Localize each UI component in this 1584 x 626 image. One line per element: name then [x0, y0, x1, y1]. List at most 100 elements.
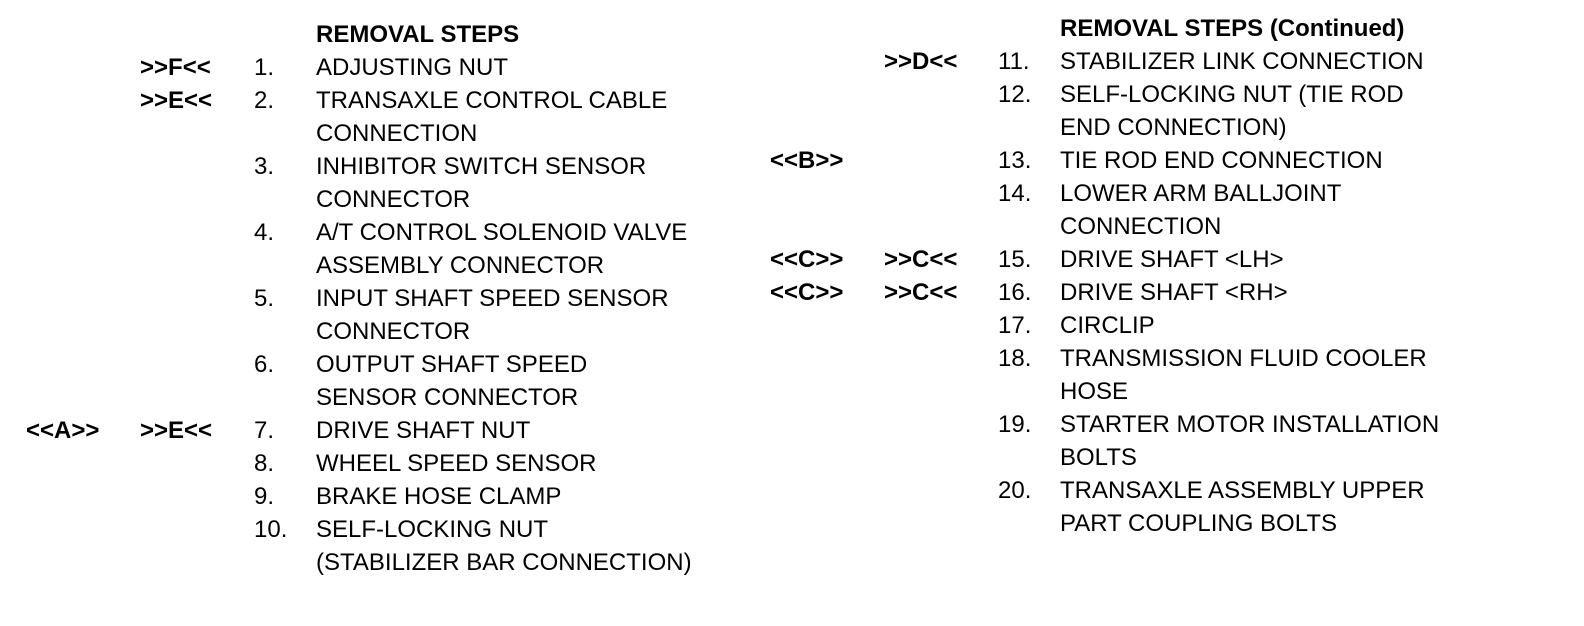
step-text-line: BRAKE HOSE CLAMP: [316, 483, 562, 510]
step-text: STABILIZER LINK CONNECTION: [1060, 45, 1424, 78]
step-text-line: SELF-LOCKING NUT (TIE ROD: [1060, 81, 1404, 108]
step-row: >>E<< 2. TRANSAXLE CONTROL CABLE CONNECTION: [0, 84, 780, 150]
step-text: SELF-LOCKING NUT (STABILIZER BAR CONNECTI…: [316, 513, 692, 579]
step-text-line: CONNECTION: [1060, 213, 1222, 240]
right-step-list: >>D<< 11. STABILIZER LINK CONNECTION 12. SEL…: [770, 45, 1570, 540]
step-text: BRAKE HOSE CLAMP: [316, 480, 561, 513]
step-row: 17. CIRCLIP: [770, 309, 1570, 342]
step-text-line: DRIVE SHAFT <RH>: [1060, 279, 1288, 306]
step-text-line: TRANSAXLE ASSEMBLY UPPER: [1060, 477, 1425, 504]
step-text-line: HOSE: [1060, 378, 1129, 405]
step-text-line: TRANSMISSION FLUID COOLER: [1060, 345, 1427, 372]
step-marker-primary: <<A>>: [26, 417, 100, 444]
step-text-line: CIRCLIP: [1060, 312, 1155, 339]
step-text-line: BOLTS: [1060, 444, 1137, 471]
step-text-line: END CONNECTION): [1060, 114, 1287, 141]
step-number: 16.: [998, 279, 1032, 306]
step-row: 3. INHIBITOR SWITCH SENSOR CONNECTOR: [0, 150, 780, 216]
step-text-line: A/T CONTROL SOLENOID VALVE: [316, 219, 688, 246]
step-marker-secondary: >>E<<: [140, 87, 213, 114]
step-text-line: INPUT SHAFT SPEED SENSOR: [316, 285, 669, 312]
step-text-line: DRIVE SHAFT <LH>: [1060, 246, 1284, 273]
step-text: INHIBITOR SWITCH SENSOR CONNECTOR: [316, 150, 646, 216]
step-marker-primary: <<C>>: [770, 279, 844, 306]
right-heading: REMOVAL STEPS (Continued): [1060, 15, 1405, 42]
step-number: 6.: [254, 351, 275, 378]
step-text-line: WHEEL SPEED SENSOR: [316, 450, 597, 477]
step-text-line: STARTER MOTOR INSTALLATION: [1060, 411, 1440, 438]
step-text-line: SENSOR CONNECTOR: [316, 384, 579, 411]
step-number: 12.: [998, 81, 1032, 108]
step-text: DRIVE SHAFT NUT: [316, 414, 530, 447]
step-text-line: INHIBITOR SWITCH SENSOR: [316, 153, 647, 180]
step-text-line: OUTPUT SHAFT SPEED: [316, 351, 588, 378]
step-number: 3.: [254, 153, 275, 180]
step-number: 11.: [998, 48, 1030, 75]
step-text: TRANSAXLE CONTROL CABLE CONNECTION: [316, 84, 667, 150]
step-text-line: DRIVE SHAFT NUT: [316, 417, 531, 444]
step-text-line: LOWER ARM BALLJOINT: [1060, 180, 1342, 207]
step-text: OUTPUT SHAFT SPEED SENSOR CONNECTOR: [316, 348, 587, 414]
step-row: 6. OUTPUT SHAFT SPEED SENSOR CONNECTOR: [0, 348, 780, 414]
step-text-line: CONNECTION: [316, 120, 478, 147]
step-number: 2.: [254, 87, 275, 114]
step-text: SELF-LOCKING NUT (TIE ROD END CONNECTION): [1060, 78, 1404, 144]
step-text: TIE ROD END CONNECTION: [1060, 144, 1383, 177]
step-row: 10. SELF-LOCKING NUT (STABILIZER BAR CONNE…: [0, 513, 780, 579]
step-marker-primary: <<C>>: [770, 246, 844, 273]
step-row: >>D<< 11. STABILIZER LINK CONNECTION: [770, 45, 1570, 78]
step-row: 9. BRAKE HOSE CLAMP: [0, 480, 780, 513]
step-text: A/T CONTROL SOLENOID VALVE ASSEMBLY CONNE…: [316, 216, 687, 282]
step-text-line: ASSEMBLY CONNECTOR: [316, 252, 605, 279]
step-row: <<C>> >>C<< 16. DRIVE SHAFT <RH>: [770, 276, 1570, 309]
step-text: LOWER ARM BALLJOINT CONNECTION: [1060, 177, 1341, 243]
step-row: 8. WHEEL SPEED SENSOR: [0, 447, 780, 480]
step-text: WHEEL SPEED SENSOR: [316, 447, 597, 480]
step-number: 10.: [254, 516, 288, 543]
step-text-line: TIE ROD END CONNECTION: [1060, 147, 1383, 174]
step-text-line: ADJUSTING NUT: [316, 54, 508, 81]
step-text-line: SELF-LOCKING NUT: [316, 516, 549, 543]
step-text: CIRCLIP: [1060, 309, 1155, 342]
step-number: 1.: [254, 54, 275, 81]
step-row: <<B>> 13. TIE ROD END CONNECTION: [770, 144, 1570, 177]
step-marker-secondary: >>D<<: [884, 48, 958, 75]
step-row: <<C>>>>C<<15.DRIVE SHAFT <LH>: [770, 243, 1570, 276]
step-row: 5. INPUT SHAFT SPEED SENSOR CONNECTOR: [0, 282, 780, 348]
step-number: 8.: [254, 450, 275, 477]
left-heading: REMOVAL STEPS: [316, 21, 520, 48]
step-row: 12. SELF-LOCKING NUT (TIE ROD END CONNECTI…: [770, 78, 1570, 144]
step-text-line: STABILIZER LINK CONNECTION: [1060, 48, 1424, 75]
step-text: DRIVE SHAFT <RH>: [1060, 276, 1288, 309]
step-marker-primary: <<B>>: [770, 147, 844, 174]
step-number: 7.: [254, 417, 275, 444]
step-row: >>F<< 1. ADJUSTING NUT: [0, 51, 780, 84]
step-text-line: PART COUPLING BOLTS: [1060, 510, 1337, 537]
step-text: TRANSAXLE ASSEMBLY UPPER PART COUPLING BO…: [1060, 474, 1425, 540]
step-text: DRIVE SHAFT <LH>: [1060, 243, 1284, 276]
step-number: 9.: [254, 483, 275, 510]
step-number: 14.: [998, 180, 1032, 207]
step-number: 19.: [998, 411, 1032, 438]
step-row: 4. A/T CONTROL SOLENOID VALVE ASSEMBLY CON…: [0, 216, 780, 282]
step-number: 5.: [254, 285, 275, 312]
step-text-line: CONNECTOR: [316, 186, 471, 213]
step-marker-secondary: >>F<<: [140, 54, 211, 81]
step-text: ADJUSTING NUT: [316, 51, 508, 84]
left-step-list: >>F<< 1. ADJUSTING NUT >>E<< 2. TRANSAXLE CON…: [0, 51, 780, 579]
step-text-line: (STABILIZER BAR CONNECTION): [316, 549, 692, 576]
step-text-line: TRANSAXLE CONTROL CABLE: [316, 87, 668, 114]
step-number: 17.: [998, 312, 1032, 339]
step-row: 14. LOWER ARM BALLJOINT CONNECTION: [770, 177, 1570, 243]
step-text-line: CONNECTOR: [316, 318, 471, 345]
step-number: 13.: [998, 147, 1032, 174]
step-row: <<A>>>>E<<7.DRIVE SHAFT NUT: [0, 414, 780, 447]
step-number: 15.: [998, 246, 1032, 273]
step-text: STARTER MOTOR INSTALLATION BOLTS: [1060, 408, 1439, 474]
step-marker-secondary: >>C<<: [884, 279, 958, 306]
step-row: 19. STARTER MOTOR INSTALLATION BOLTS: [770, 408, 1570, 474]
step-number: 4.: [254, 219, 275, 246]
